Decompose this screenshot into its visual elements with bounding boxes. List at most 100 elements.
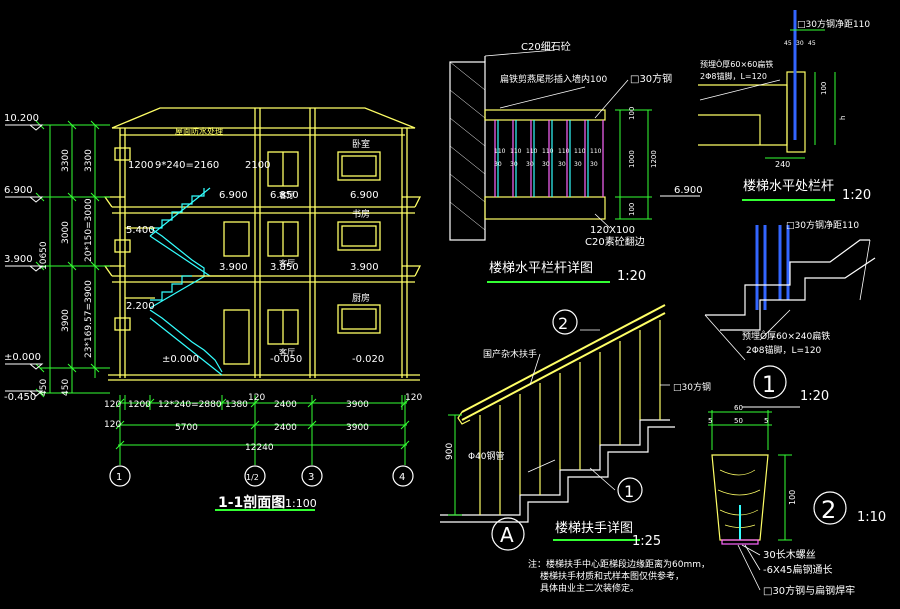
bdim-row2-3900: 3900 [346, 423, 369, 433]
bdim-1380: 1380 [225, 400, 248, 410]
d1-scale: 1:20 [800, 389, 829, 404]
d1-mark: 1 [762, 373, 776, 398]
dim-23x169: 23*169.57=3900 [84, 280, 94, 358]
bdim-1200: 1200 [128, 400, 151, 410]
railing-vdim-1000: 1000 [628, 150, 636, 168]
floor-level-3900-left: 3.900 [219, 262, 248, 273]
bdim-2880: 12*240=2880 [158, 400, 222, 410]
hr-note-1: 注：楼梯扶手中心距梯段边缘距离为60mm， [528, 558, 710, 570]
railing-detail-drawing [449, 49, 700, 241]
d1-label-steel: □30方钢净距110 [786, 219, 859, 231]
detail1-drawing [704, 225, 876, 408]
handrail-end-texts: □30方钢净距110 预埋Ô厚60×60扁铁 2Φ8锚脚，L=120 45 30… [700, 18, 871, 203]
section-stair [149, 187, 223, 376]
right-level-3900: 3.900 [350, 262, 379, 273]
room-living-2: 客厅 [279, 258, 295, 268]
railing-dim-7: 110 [590, 148, 602, 155]
stair-dim-2100: 2100 [245, 160, 270, 171]
hr-label-steel: □30方钢 [673, 381, 711, 393]
railing-title: 楼梯水平栏杆详图 [489, 261, 593, 276]
hend-dim-45b: 45 [808, 40, 816, 47]
section-title: 1-1剖面图 [218, 494, 285, 511]
railing-label-120x100: 120X100 [590, 225, 635, 236]
axis-1-2: 1/2 [246, 473, 259, 482]
detail2-drawing [708, 410, 847, 591]
dim-3300: 3300 [61, 149, 71, 172]
dim-3300-inner: 3300 [84, 149, 94, 172]
railing-dim-4: 110 [542, 148, 554, 155]
stair-dim-2160: 9*240=2160 [155, 160, 219, 171]
hr-mark-1: 1 [624, 482, 634, 501]
hr-mark-2: 2 [558, 314, 568, 333]
d2-scale: 1:10 [857, 510, 886, 525]
bdim-120-b: 120 [248, 393, 265, 403]
bdim-row2-120-b: 120 [405, 393, 422, 403]
bdim-total: 12240 [245, 443, 274, 453]
hend-label-steel: □30方钢净距110 [797, 18, 870, 30]
d2-dim-100: 100 [788, 490, 797, 505]
railing-label-c20-curb: C20素砼翻边 [585, 235, 645, 248]
railing-dim-3: 110 [526, 148, 538, 155]
floor-level-6900-left: 6.900 [219, 190, 248, 201]
roof-label: 屋面防水处理 [175, 126, 223, 136]
railing-dim-2: 110 [510, 148, 522, 155]
elev-0: ±0.000 [4, 352, 41, 363]
bdim-row2-2400: 2400 [274, 423, 297, 433]
bdim-120-a: 120 [104, 400, 121, 410]
d2-dim-60: 60 [734, 404, 743, 412]
railing-dim30-4: 30 [542, 161, 550, 168]
room-study: 书房 [352, 208, 370, 220]
hend-dim-240: 240 [775, 160, 790, 169]
elev-10200: 10.200 [4, 113, 39, 124]
bdim-3900: 3900 [346, 400, 369, 410]
hr-note-3: 具体由业主二次装修定。 [540, 582, 639, 594]
hend-dim-h: h [839, 116, 847, 120]
elev-3900: 3.900 [4, 254, 33, 265]
axis-1: 1 [116, 472, 122, 483]
dim-10650: 10650 [39, 241, 49, 270]
stair-level-2200: 2.200 [126, 301, 155, 312]
level-markers-left [5, 124, 44, 397]
room-bedroom: 卧室 [352, 138, 370, 150]
handrail-end-drawing [698, 10, 836, 159]
hr-label-pipe: Φ40钢管 [468, 450, 505, 462]
railing-dim30-3: 30 [526, 161, 534, 168]
railing-vdim-100b: 100 [628, 203, 636, 216]
handrail-detail-drawing [440, 304, 675, 551]
hend-scale: 1:20 [842, 188, 871, 203]
d2-mark: 2 [821, 496, 836, 524]
mid-level-3850: 3.850 [270, 262, 299, 273]
hr-title: 楼梯扶手详图 [555, 521, 633, 536]
d2-dim-5b: 5 [764, 417, 768, 425]
mid-level-6850: 6.850 [270, 190, 299, 201]
railing-label-steel: □30方钢 [630, 72, 672, 85]
stair-level-0: ±0.000 [162, 354, 199, 365]
elev-6900: 6.900 [4, 185, 33, 196]
railing-label-flatbar: 扁铁剪燕尾形插入墙内100 [500, 73, 607, 85]
hr-note-2: 楼梯扶手材质和式样本图仅供参考， [540, 570, 684, 582]
hend-dim-100: 100 [820, 82, 828, 95]
handrail-texts: 国产杂木扶手 □30方钢 Φ40钢管 900 2 1 A 楼梯扶手详图 1:25… [445, 314, 711, 594]
railing-dim-1: 110 [494, 148, 506, 155]
d1-label-anchor: 2Φ8锚脚，L=120 [746, 344, 822, 356]
stair-level-5400: 5.400 [126, 225, 155, 236]
railing-dim30-7: 30 [590, 161, 598, 168]
railing-vdim-100a: 100 [628, 107, 636, 120]
hr-mark-a: A [500, 523, 514, 547]
railing-scale: 1:20 [617, 269, 646, 284]
dim-450: 450 [61, 379, 71, 396]
hend-label-plate: 预埋Ô厚60×60扁铁 [700, 58, 773, 69]
bdim-2400: 2400 [274, 400, 297, 410]
section-drawing [103, 107, 422, 381]
railing-dim30-6: 30 [574, 161, 582, 168]
detail1-texts: □30方钢净距110 预埋Ô厚60×240扁铁 2Φ8锚脚，L=120 1 1:… [742, 219, 859, 404]
d1-label-plate: 预埋Ô厚60×240扁铁 [742, 330, 830, 342]
hend-title: 楼梯水平处栏杆 [743, 179, 834, 194]
railing-texts: C20细石砼 扁铁剪燕尾形插入墙内100 □30方钢 120X100 C20素砼… [489, 40, 703, 284]
hr-dim-900: 900 [445, 443, 455, 460]
railing-dim-5: 110 [558, 148, 570, 155]
hend-dim-30: 30 [796, 40, 804, 47]
railing-vdim-1200: 1200 [650, 150, 658, 168]
